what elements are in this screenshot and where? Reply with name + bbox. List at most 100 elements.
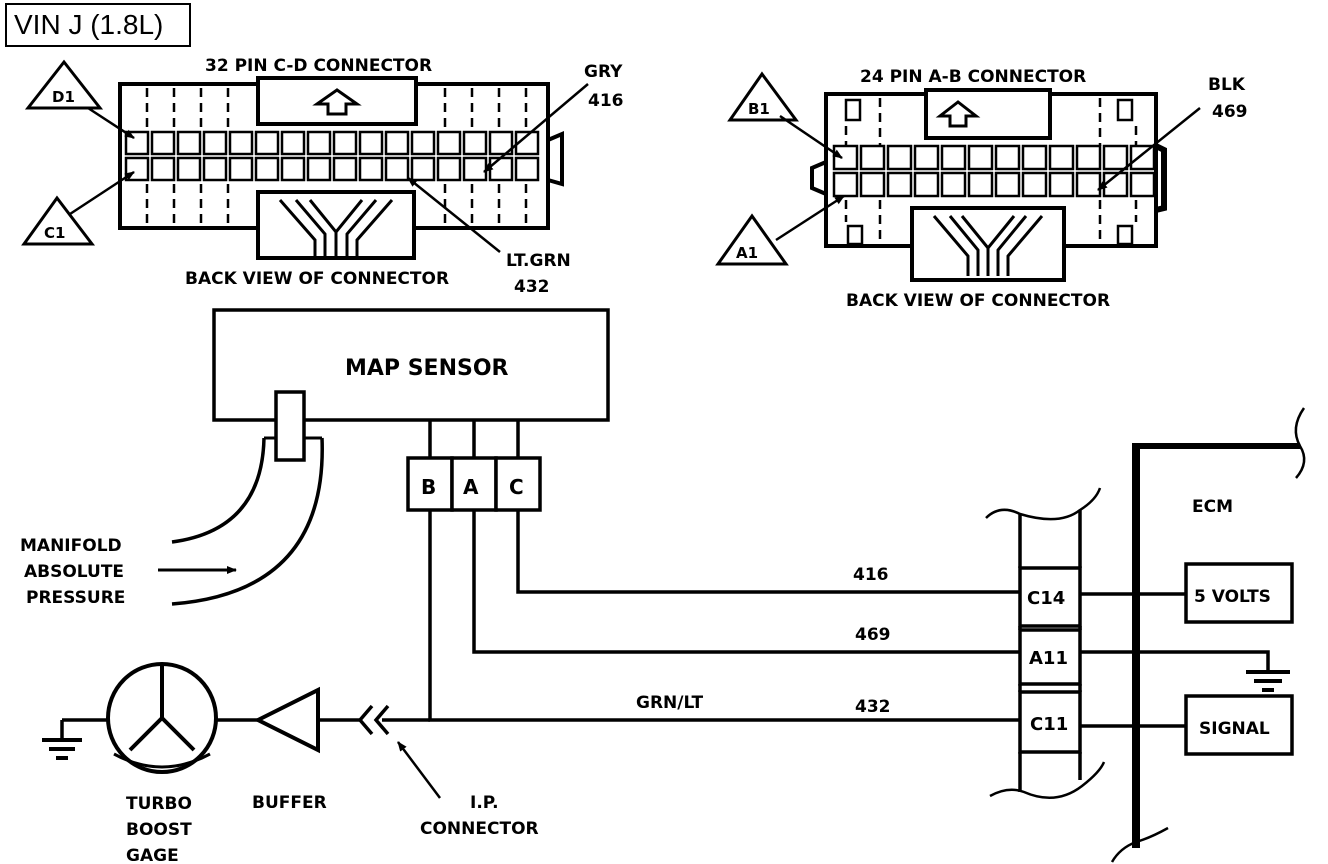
connector-pin-cavity: [436, 156, 462, 182]
connector-pin-cavity: [150, 130, 176, 156]
svg-text:B1: B1: [748, 100, 770, 118]
connector-cd-latch: [256, 76, 418, 126]
svg-text:TURBO: TURBO: [126, 794, 192, 814]
connector-cd-wire-bundle: [256, 190, 416, 260]
connector-pin-cavity: [1021, 144, 1048, 171]
connector-cd-pin-grid: [124, 130, 540, 182]
gage-ground-icon: [42, 738, 82, 760]
map-sensor: MAP SENSOR B A C: [171, 308, 610, 606]
connector-pin-cavity: [488, 130, 514, 156]
connector-pin-cavity: [859, 171, 886, 198]
svg-text:432: 432: [514, 277, 550, 297]
connector-pin-cavity: [514, 130, 540, 156]
connector-pin-cavity: [202, 130, 228, 156]
manifold-pressure-label: MANIFOLD ABSOLUTE PRESSURE: [20, 536, 237, 608]
connector-pin-cavity: [358, 156, 384, 182]
page-title: VIN J (1.8L): [14, 9, 163, 40]
wire-469: [472, 510, 1020, 654]
connector-pin-cavity: [1102, 144, 1129, 171]
svg-text:416: 416: [853, 565, 889, 585]
connector-pin-cavity: [886, 171, 913, 198]
callout-blk-469: BLK 469: [1097, 75, 1248, 191]
svg-text:BOOST: BOOST: [126, 820, 192, 840]
connector-cd-caption: BACK VIEW OF CONNECTOR: [185, 269, 449, 289]
map-sensor-label: MAP SENSOR: [345, 356, 509, 381]
connector-pin-cavity: [124, 156, 150, 182]
pin-marker-d1: D1: [24, 59, 135, 140]
ecm-pin-c11: C11: [1018, 690, 1082, 754]
svg-text:GAGE: GAGE: [126, 846, 179, 864]
ip-connector: I.P. CONNECTOR: [357, 704, 539, 839]
connector-pin-cavity: [1129, 144, 1156, 171]
svg-text:BUFFER: BUFFER: [252, 793, 327, 813]
connector-pin-cavity: [913, 144, 940, 171]
buffer-icon: [253, 686, 320, 754]
connector-pin-cavity: [967, 171, 994, 198]
svg-text:PRESSURE: PRESSURE: [26, 588, 125, 608]
svg-text:A1: A1: [736, 244, 758, 262]
connector-pin-cavity: [228, 130, 254, 156]
svg-text:432: 432: [855, 697, 891, 717]
ecm-pin-c14: C14: [1018, 566, 1082, 628]
svg-text:SIGNAL: SIGNAL: [1199, 719, 1270, 739]
callout-ltgrn-432: LT.GRN 432: [407, 177, 571, 297]
terminal-b: B: [406, 456, 454, 512]
connector-pin-cavity: [859, 144, 886, 171]
wire-416: [516, 510, 1020, 594]
connector-pin-cavity: [306, 156, 332, 182]
svg-text:469: 469: [1212, 102, 1248, 122]
connector-pin-cavity: [1048, 144, 1075, 171]
svg-text:C14: C14: [1027, 588, 1065, 609]
terminal-c: C: [494, 456, 542, 512]
connector-pin-cavity: [254, 156, 280, 182]
connector-pin-cavity: [967, 144, 994, 171]
connector-ab-dashes: [844, 98, 1138, 242]
svg-text:GRN/LT: GRN/LT: [636, 693, 703, 713]
callout-gry-416: GRY 416: [483, 62, 624, 173]
ecm: ECM 5 VOLTS SIGNAL: [1080, 407, 1306, 863]
connector-pin-cavity: [832, 144, 859, 171]
up-arrow-icon: [935, 100, 981, 128]
connector-pin-cavity: [832, 171, 859, 198]
ecm-label: ECM: [1192, 497, 1233, 517]
svg-text:BLK: BLK: [1208, 75, 1246, 95]
connector-pin-cavity: [410, 130, 436, 156]
connector-pin-cavity: [254, 130, 280, 156]
connector-pin-cavity: [1075, 144, 1102, 171]
buffer: BUFFER: [252, 686, 360, 813]
svg-text:A11: A11: [1029, 648, 1068, 669]
connector-pin-cavity: [176, 156, 202, 182]
connector-pin-cavity: [462, 156, 488, 182]
connector-pin-cavity: [462, 130, 488, 156]
connector-cd-dashes: [145, 88, 528, 224]
pin-marker-c1: C1: [21, 170, 135, 246]
svg-text:C11: C11: [1030, 714, 1068, 735]
ecm-signal-box: SIGNAL: [1184, 694, 1294, 756]
connector-pin-cavity: [514, 156, 540, 182]
ecm-5v-box: 5 VOLTS: [1184, 562, 1294, 624]
connector-pin-cavity: [436, 130, 462, 156]
connector-cd-title: 32 PIN C-D CONNECTOR: [205, 56, 432, 76]
connector-pin-cavity: [488, 156, 514, 182]
svg-text:ABSOLUTE: ABSOLUTE: [24, 562, 124, 582]
svg-text:A: A: [463, 475, 479, 499]
connector-pin-cavity: [1021, 171, 1048, 198]
connector-pin-cavity: [202, 156, 228, 182]
pin-marker-b1: B1: [727, 71, 843, 160]
connector-cd: 32 PIN C-D CONNECTOR: [21, 56, 624, 297]
title-box: VIN J (1.8L): [5, 3, 191, 47]
connector-pin-cavity: [1129, 171, 1156, 198]
connector-pin-cavity: [176, 130, 202, 156]
connector-pin-cavity: [332, 130, 358, 156]
connector-pin-cavity: [913, 171, 940, 198]
svg-text:LT.GRN: LT.GRN: [506, 251, 571, 271]
svg-text:5 VOLTS: 5 VOLTS: [1194, 587, 1271, 607]
ecm-connector: C14 A11 C11: [985, 487, 1106, 799]
connector-ab-title: 24 PIN A-B CONNECTOR: [860, 67, 1086, 87]
connector-pin-cavity: [940, 144, 967, 171]
up-arrow-icon: [312, 88, 362, 116]
connector-pin-cavity: [306, 130, 332, 156]
svg-text:469: 469: [855, 625, 891, 645]
connector-pin-cavity: [1048, 171, 1075, 198]
